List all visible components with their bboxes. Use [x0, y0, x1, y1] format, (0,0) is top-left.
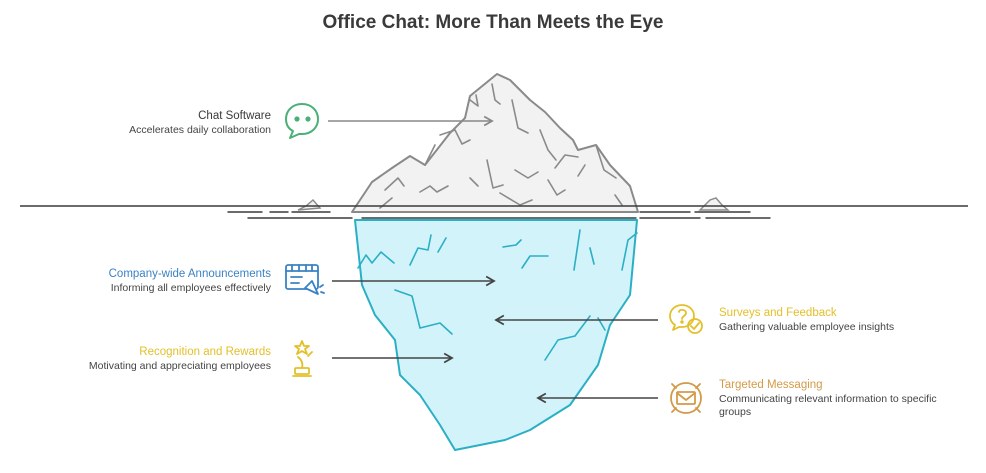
announcement-icon: [285, 264, 325, 295]
tip-cracks: [379, 83, 623, 209]
label-recognition: Recognition and Rewards Motivating and a…: [40, 346, 271, 373]
heading-chat-software: Chat Software: [198, 110, 271, 122]
desc-chat-software: Accelerates daily collaboration: [129, 124, 271, 136]
desc-targeted: Communicating relevant information to sp…: [719, 393, 937, 418]
small-ice-chunk-right: [698, 197, 730, 211]
envelope-target-icon: [670, 382, 702, 414]
desc-announcements: Informing all employees effectively: [110, 282, 271, 294]
heading-announcements: Company-wide Announcements: [108, 268, 271, 280]
desc-surveys: Gathering valuable employee insights: [719, 321, 895, 333]
heading-targeted: Targeted Messaging: [719, 379, 823, 391]
underwater-cracks: [357, 229, 638, 361]
chat-bubble-icon: [285, 103, 319, 139]
heading-surveys: Surveys and Feedback: [719, 307, 837, 319]
iceberg-tip: [351, 73, 639, 213]
label-announcements: Company-wide Announcements Informing all…: [40, 268, 271, 295]
label-chat-software: Chat Software Accelerates daily collabor…: [90, 110, 271, 137]
heading-recognition: Recognition and Rewards: [139, 346, 271, 358]
water-ripples: [227, 211, 771, 219]
small-ice-chunk-left: [297, 199, 322, 211]
label-targeted: Targeted Messaging Communicating relevan…: [719, 379, 954, 419]
label-surveys: Surveys and Feedback Gathering valuable …: [719, 307, 959, 334]
iceberg-underwater: [354, 219, 638, 451]
trophy-icon: [292, 340, 313, 377]
desc-recognition: Motivating and appreciating employees: [88, 360, 271, 372]
diagram-title: Office Chat: More Than Meets the Eye: [322, 12, 664, 33]
feedback-icon: [669, 304, 703, 334]
